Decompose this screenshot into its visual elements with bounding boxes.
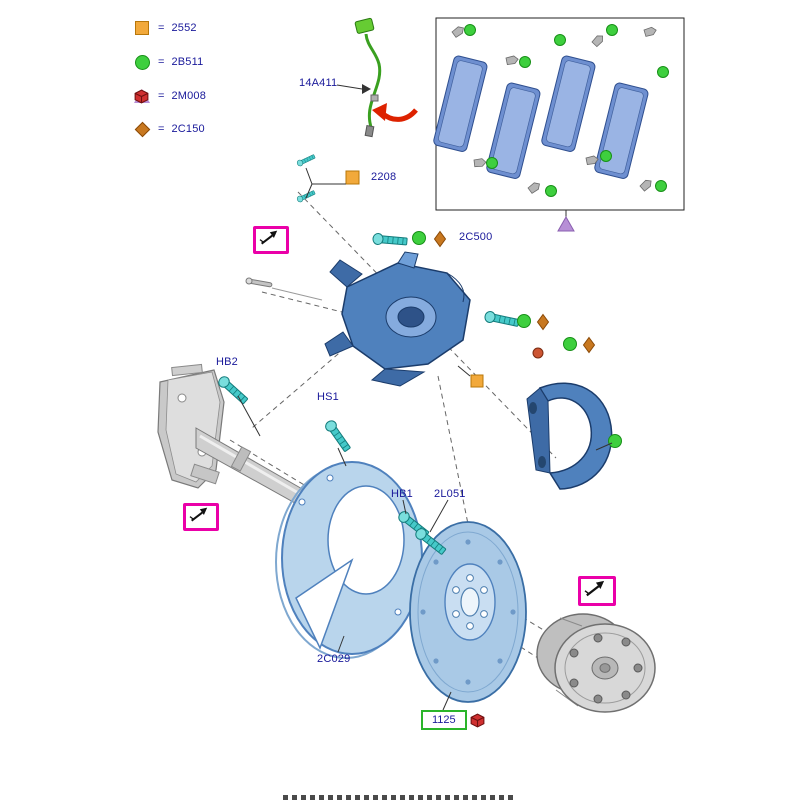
pad-hardware-circles (464, 24, 669, 197)
guide-pin (245, 277, 323, 301)
label-bolt-hs1: HS1 (317, 391, 339, 403)
brake-pads-box (433, 17, 685, 232)
brake-rotor (409, 521, 527, 703)
label-dust-shield: 2C029 (317, 653, 351, 665)
caliper-anchor-bracket (526, 382, 613, 490)
legend-item-2b511: = 2B511 (133, 54, 203, 70)
legend-label: 2C150 (171, 123, 205, 135)
brake-pad (541, 55, 596, 152)
equals-sign: = (158, 123, 165, 135)
orange-diamond-symbol (133, 121, 151, 137)
label-bolt-2l051: 2L051 (434, 488, 466, 500)
equals-sign: = (158, 90, 165, 102)
red-pointer-arrow (372, 103, 418, 122)
cropped-footer-text (283, 795, 515, 800)
brake-pad (433, 55, 488, 152)
view-direction-arrow-icon[interactable] (253, 226, 289, 254)
equals-sign: = (158, 56, 165, 68)
brake-caliper (324, 251, 471, 387)
label-bolt-hb2: HB2 (216, 356, 238, 368)
legend-item-2552: = 2552 (133, 20, 197, 36)
pads-triangle-symbol (557, 215, 575, 232)
legend-item-2c150: = 2C150 (133, 121, 205, 137)
label-wear-sensor: 14A411 (299, 77, 338, 89)
legend-label: 2552 (171, 22, 197, 34)
equals-sign: = (158, 22, 165, 34)
wheel-hub (536, 613, 656, 713)
legend-item-2m008: = 2M008 (133, 88, 227, 104)
legend-label: 2M008 (171, 90, 207, 102)
orange-square-symbol (133, 21, 151, 35)
brake-pad (486, 82, 541, 179)
rotor-highlight-box[interactable]: 1125 (421, 710, 467, 730)
green-circle-symbol (133, 54, 151, 70)
view-direction-arrow-icon[interactable] (183, 503, 219, 531)
label-rotor: 1125 (432, 714, 456, 726)
legend-label: 2B511 (171, 56, 204, 68)
brake-dust-shield (275, 461, 423, 659)
label-bleeder-kit: 2208 (371, 171, 397, 183)
callout-lines (237, 84, 613, 711)
wear-sensor-wire (354, 17, 382, 138)
label-caliper: 2C500 (459, 231, 493, 243)
label-bolt-hb1: HB1 (391, 488, 413, 500)
view-direction-arrow-icon[interactable] (578, 576, 616, 606)
hardware-symbol-markers (345, 170, 622, 448)
